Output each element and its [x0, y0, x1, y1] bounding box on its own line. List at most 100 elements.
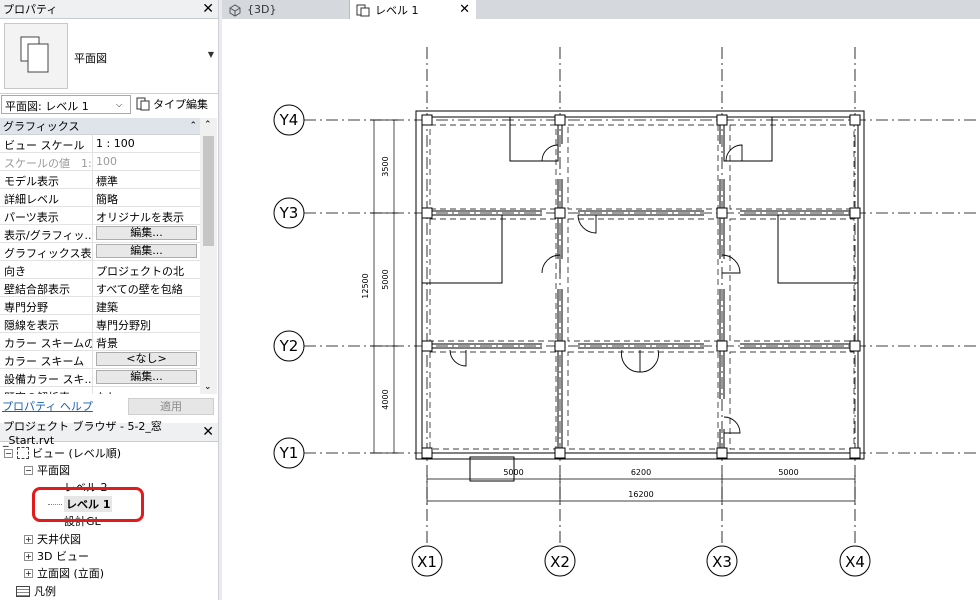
view-row: 平面図: レベル 1 ⌵ タイプ編集: [0, 95, 218, 115]
type-selector[interactable]: 平面図 ▼: [0, 20, 218, 94]
property-row[interactable]: 既定の解析表...なし: [0, 387, 200, 394]
property-value[interactable]: 簡略: [96, 193, 118, 206]
grid-bubble: [273, 437, 305, 469]
property-row[interactable]: 向きプロジェクトの北: [0, 261, 200, 279]
tree-item[interactable]: + 天井伏図: [24, 531, 81, 547]
dimension-text: 4000: [381, 389, 390, 409]
property-row[interactable]: スケールの値 1:100: [0, 153, 200, 171]
edit-button[interactable]: 編集...: [96, 370, 197, 384]
close-icon[interactable]: ✕: [202, 1, 214, 17]
group-header-graphics[interactable]: グラフィックス ⌃: [0, 118, 200, 135]
dimension-text: 6200: [631, 468, 651, 477]
chevron-down-icon[interactable]: ⌵: [116, 100, 123, 109]
property-value[interactable]: 100: [96, 155, 117, 168]
view-select[interactable]: 平面図: レベル 1: [1, 95, 131, 114]
interior-wall: [723, 116, 773, 162]
property-value[interactable]: オリジナルを表示: [96, 211, 184, 224]
room-boundary: [567, 124, 719, 210]
room-boundary: [729, 218, 855, 342]
grid-bubble: [706, 545, 738, 577]
tree-item-label: 平面図: [37, 464, 70, 477]
interior-wall: [777, 214, 859, 284]
property-row[interactable]: 設備カラー スキ...編集...: [0, 369, 200, 387]
property-value[interactable]: 標準: [96, 175, 118, 188]
floor-plan-type-icon: [4, 23, 68, 89]
property-value[interactable]: 編集...: [93, 225, 200, 242]
property-row[interactable]: 壁結合部表示すべての壁を包絡: [0, 279, 200, 297]
property-row[interactable]: グラフィックス表...編集...: [0, 243, 200, 261]
close-icon[interactable]: ✕: [202, 424, 214, 440]
edit-type-icon: [136, 97, 150, 111]
tree-item[interactable]: レベル 1: [48, 496, 113, 512]
property-value[interactable]: 専門分野別: [96, 319, 151, 332]
property-value[interactable]: なし: [93, 387, 200, 394]
collapse-icon[interactable]: −: [4, 448, 13, 458]
interior-wall: [421, 214, 503, 284]
tree-item[interactable]: −平面図: [24, 462, 70, 478]
pane-splitter[interactable]: [218, 0, 222, 600]
scroll-thumb[interactable]: [203, 136, 214, 246]
column: [421, 340, 433, 352]
tree-item-label: 天井伏図: [37, 533, 81, 546]
properties-help-link[interactable]: プロパティ ヘルプ: [2, 400, 93, 413]
property-row[interactable]: カラー スキームの...背景: [0, 333, 200, 351]
property-row[interactable]: 表示/グラフィッ...編集...: [0, 225, 200, 243]
column: [554, 340, 566, 352]
tab-label: レベル 1: [375, 3, 419, 17]
property-row[interactable]: カラー スキーム<なし>: [0, 351, 200, 369]
expand-icon[interactable]: +: [24, 551, 33, 561]
edit-type-button[interactable]: タイプ編集: [136, 96, 208, 112]
property-row[interactable]: パーツ表示オリジナルを表示: [0, 207, 200, 225]
expand-icon[interactable]: +: [24, 534, 33, 544]
left-pane: プロパティ ✕ 平面図 ▼ 平面図: レベル 1 ⌵ タイプ編集 グラフィックス…: [0, 0, 218, 600]
property-value[interactable]: 建築: [96, 301, 118, 314]
property-value[interactable]: すべての壁を包絡: [96, 283, 183, 296]
property-name: カラー スキーム: [0, 351, 93, 368]
dimension-text: 5000: [381, 269, 390, 289]
browser-title: プロジェクト ブラウザ - 5-2_窓_Start.rvt: [3, 419, 162, 447]
column: [421, 114, 433, 126]
collapse-icon[interactable]: −: [24, 465, 33, 475]
property-value[interactable]: 編集...: [93, 243, 200, 260]
tab-level-1[interactable]: レベル 1 ✕: [350, 0, 476, 19]
edit-button[interactable]: <なし>: [96, 352, 197, 366]
scroll-up-icon[interactable]: ⌃: [204, 120, 212, 130]
project-browser: プロジェクト ブラウザ - 5-2_窓_Start.rvt ✕ −ビュー (レベ…: [0, 420, 218, 600]
property-value[interactable]: プロジェクトの北: [96, 265, 184, 278]
property-row[interactable]: モデル表示標準: [0, 171, 200, 189]
tab-3d-view[interactable]: {3D}: [222, 0, 350, 19]
tree-item[interactable]: +3D ビュー: [24, 548, 89, 564]
property-row[interactable]: 隠線を表示専門分野別: [0, 315, 200, 333]
property-value[interactable]: 背景: [96, 337, 118, 350]
property-row[interactable]: 専門分野建築: [0, 297, 200, 315]
close-icon[interactable]: ✕: [459, 2, 470, 17]
property-name: スケールの値 1:: [0, 153, 93, 170]
tree-item[interactable]: +立面図 (立面): [24, 565, 104, 581]
grid-bubble: [544, 545, 576, 577]
property-row[interactable]: 詳細レベル簡略: [0, 189, 200, 207]
expand-icon[interactable]: +: [24, 568, 33, 578]
tree-item[interactable]: 凡例: [4, 583, 56, 599]
door-swing: [725, 144, 743, 162]
property-value[interactable]: <なし>: [93, 351, 200, 368]
properties-scrollbar[interactable]: ⌃ ⌄: [200, 118, 217, 394]
edit-button[interactable]: 編集...: [96, 244, 197, 258]
highlight-annotation: [32, 487, 144, 522]
scroll-down-icon[interactable]: ⌄: [204, 382, 212, 392]
tree-item[interactable]: −ビュー (レベル順): [4, 445, 121, 461]
tree-connector: [48, 503, 62, 505]
chevron-down-icon[interactable]: ▼: [207, 50, 214, 59]
property-value[interactable]: 編集...: [93, 369, 200, 386]
properties-title: プロパティ: [3, 3, 58, 16]
property-name: 専門分野: [0, 297, 93, 314]
collapse-icon[interactable]: ⌃: [189, 121, 197, 131]
edit-button[interactable]: 編集...: [96, 226, 197, 240]
property-value[interactable]: 1 : 100: [96, 137, 135, 150]
property-name: 設備カラー スキ...: [0, 369, 93, 386]
group-label: グラフィックス: [3, 120, 80, 133]
apply-button[interactable]: 適用: [128, 398, 214, 415]
properties-title-bar: プロパティ ✕: [0, 0, 218, 19]
